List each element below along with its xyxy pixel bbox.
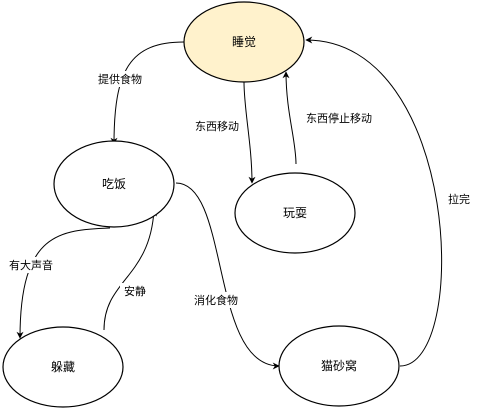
edges <box>16 36 443 370</box>
edge-label-done: 拉完 <box>448 192 470 206</box>
edge-label-object-moves: 东西移动 <box>195 120 239 133</box>
edge-label-digest-food: 消化食物 <box>194 293 238 307</box>
nodes: 睡觉 吃饭 玩耍 躲藏 猫砂窝 <box>2 1 400 408</box>
edge-label-object-stops: 东西停止移动 <box>306 111 372 125</box>
node-play: 玩耍 <box>234 172 356 254</box>
node-hide-label: 躲藏 <box>51 359 75 374</box>
edge-sleep-to-eat <box>110 41 185 145</box>
node-eat: 吃饭 <box>53 140 175 228</box>
edge-play-to-sleep <box>282 71 297 165</box>
edge-sleep-to-play <box>243 81 256 184</box>
edge-label-provide-food: 提供食物 <box>98 72 142 86</box>
edge-litter-to-sleep <box>305 36 443 367</box>
node-play-label: 玩耍 <box>283 206 307 220</box>
node-sleep: 睡觉 <box>183 1 305 83</box>
edge-eat-to-litter <box>175 182 280 370</box>
edge-label-quiet: 安静 <box>124 284 146 298</box>
edge-label-loud-noise: 有大声音 <box>9 258 53 272</box>
node-hide: 躲藏 <box>2 326 124 408</box>
node-eat-label: 吃饭 <box>102 177 126 191</box>
edge-labels: 提供食物 东西移动 东西停止移动 有大声音 安静 消化食物 拉完 <box>4 71 474 308</box>
node-litter: 猫砂窝 <box>278 325 400 407</box>
node-litter-label: 猫砂窝 <box>321 358 357 373</box>
edge-eat-to-hide <box>16 227 111 339</box>
node-sleep-label: 睡觉 <box>232 35 256 49</box>
edge-hide-to-eat <box>103 209 158 331</box>
